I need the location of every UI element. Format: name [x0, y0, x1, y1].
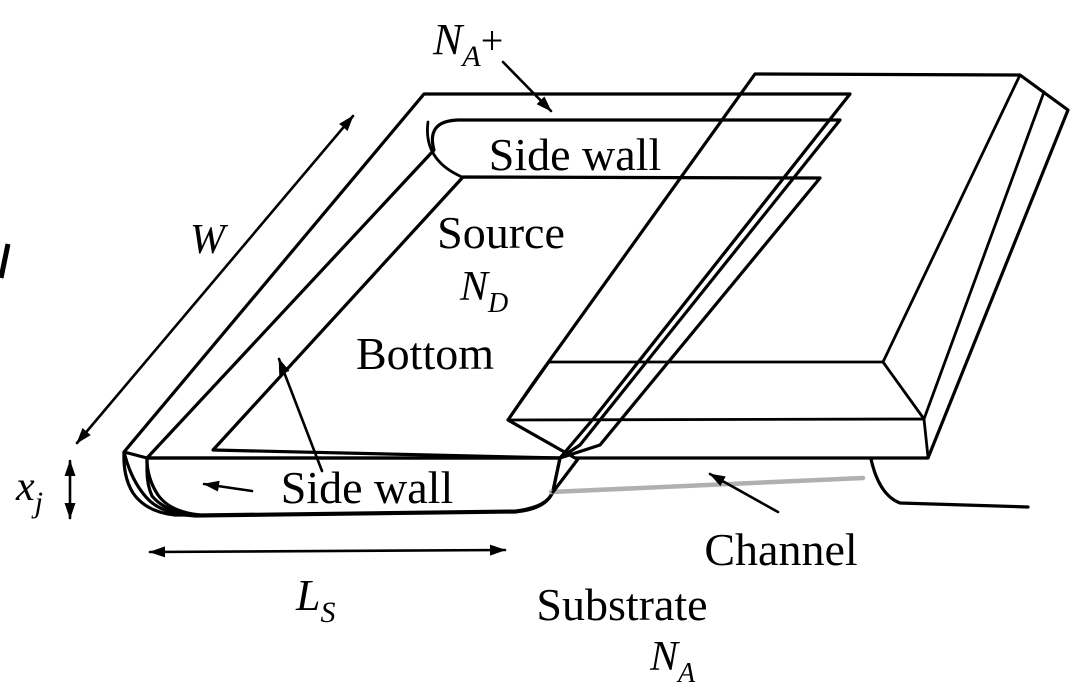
- width-dimension-arrow: [75, 114, 355, 445]
- label-substrate: Substrate: [536, 579, 707, 630]
- label-na-plus: NA+: [432, 15, 503, 73]
- side-wall-front-pointer-arrow: [202, 480, 254, 493]
- gate-edge-lines: [506, 73, 1046, 459]
- front-corner-wedge: [122, 450, 202, 517]
- label-source: Source: [437, 207, 565, 258]
- source-length-dimension-arrow: [148, 544, 507, 558]
- label-junction-depth: xj: [15, 464, 43, 519]
- side-wall-corner-seam: [426, 120, 464, 179]
- label-bottom: Bottom: [356, 328, 494, 379]
- label-side-wall-top: Side wall: [489, 129, 661, 180]
- channel-line: [548, 475, 866, 495]
- label-side-wall-front: Side wall: [281, 462, 453, 513]
- side-wall-band-pointer-arrow: [277, 357, 324, 473]
- clipped-glyph: [0, 243, 11, 279]
- label-source-length: LS: [295, 571, 335, 629]
- gate-block: [506, 72, 1070, 460]
- label-substrate-doping: NA: [649, 634, 696, 689]
- label-source-doping: ND: [459, 264, 508, 319]
- front-side-wall-face: [145, 456, 562, 517]
- na-plus-pointer-arrow: [501, 60, 553, 113]
- substrate-outline: [551, 457, 1030, 509]
- channel-pointer-arrow: [708, 472, 780, 514]
- label-width: W: [190, 217, 229, 263]
- label-channel: Channel: [704, 524, 857, 575]
